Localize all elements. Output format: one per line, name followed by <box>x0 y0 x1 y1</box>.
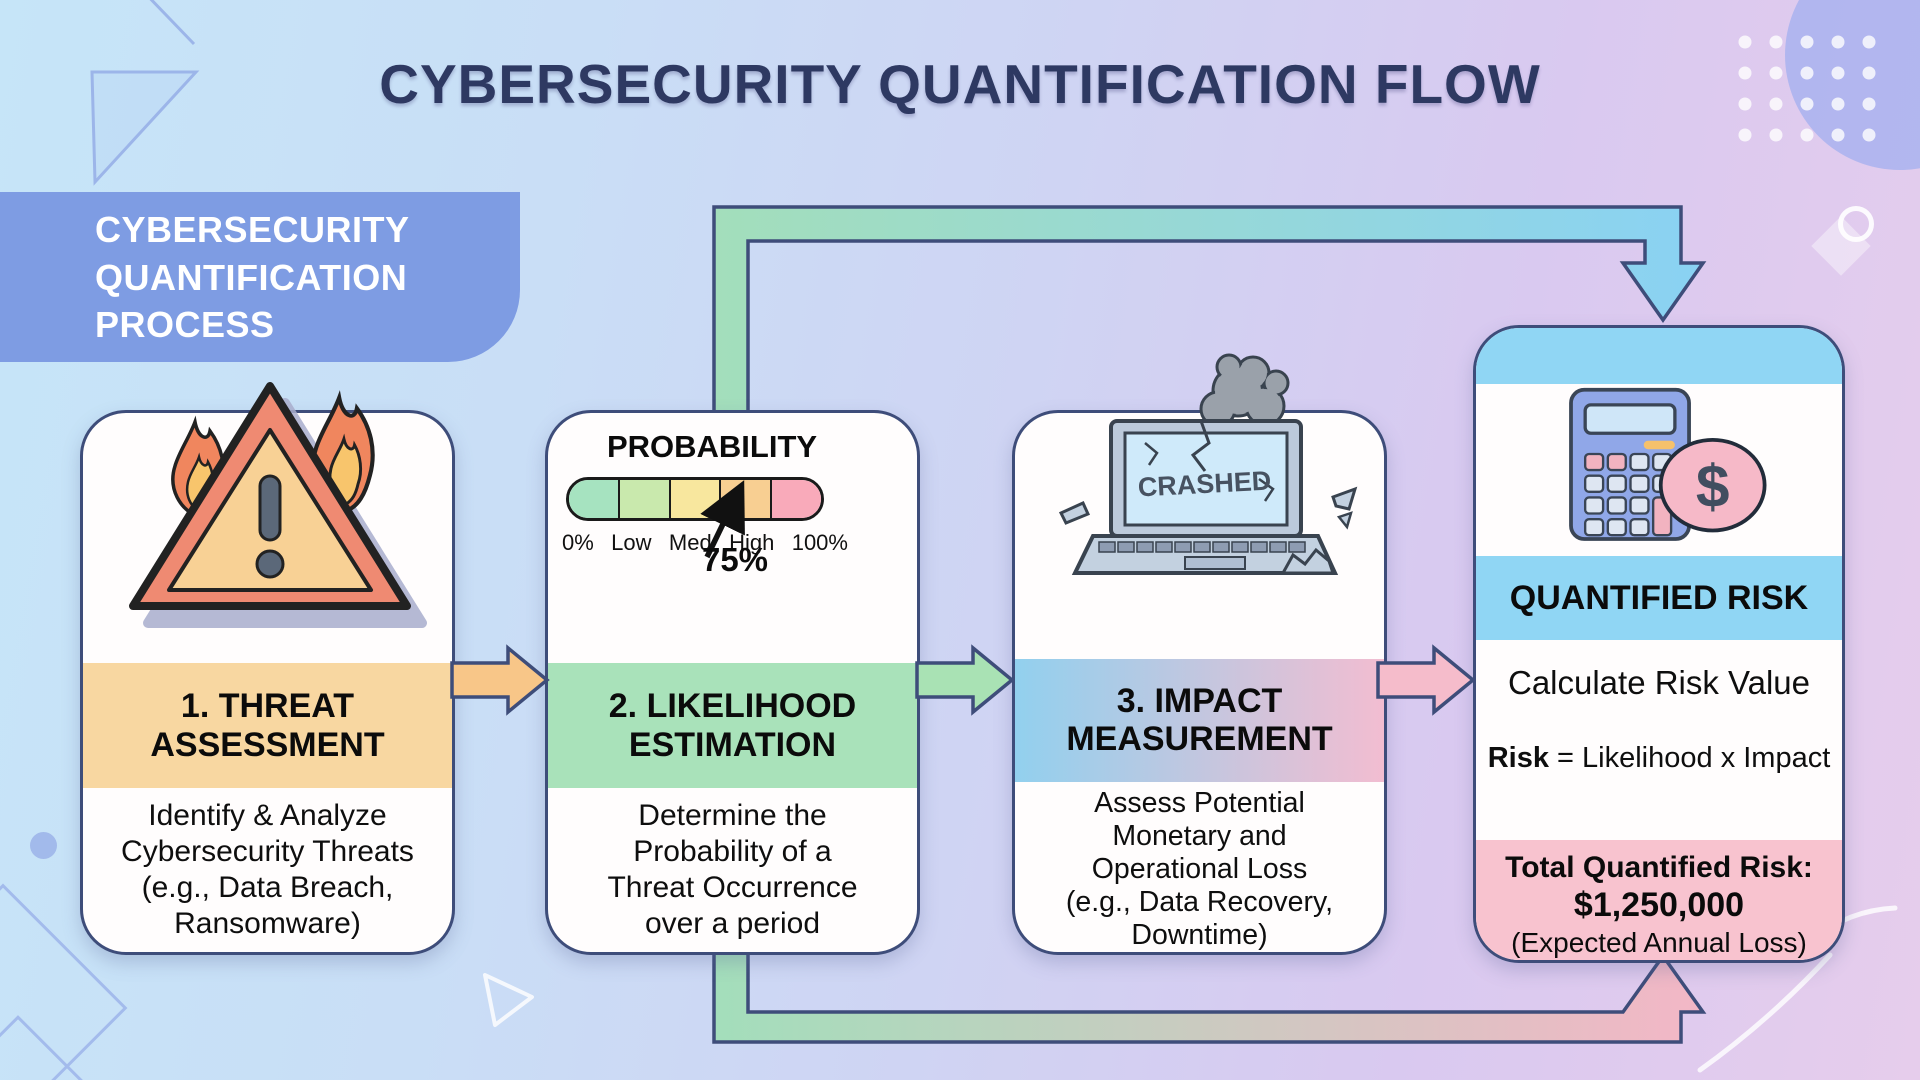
probability-meter: PROBABILITY 0% Low Med High 100% <box>562 413 862 556</box>
axis-label: 0% <box>562 530 594 555</box>
threat-icon-zone <box>83 382 452 663</box>
ring-decoration <box>1838 206 1874 242</box>
step3-desc-line: Downtime) <box>1131 918 1268 951</box>
total-risk-value: $1,250,000 <box>1573 886 1745 925</box>
result-title: QUANTIFIED RISK <box>1509 578 1809 617</box>
step2-title-line: 2. LIKELIHOOD <box>608 686 857 725</box>
pointer-arrow-icon <box>700 480 745 559</box>
result-line1: Calculate Risk Value <box>1507 664 1811 701</box>
dot-decoration <box>30 832 57 859</box>
card-likelihood-estimation: PROBABILITY 0% Low Med High 100% <box>545 410 920 955</box>
dollar-sign: $ <box>1696 452 1730 520</box>
crashed-label: CRASHED <box>1137 466 1272 503</box>
diamond-decoration <box>1811 216 1871 276</box>
probability-segment <box>569 480 620 518</box>
formula-rest: = Likelihood x Impact <box>1548 742 1831 774</box>
burning-warning-triangle-icon <box>129 382 427 628</box>
step1-desc-line: Ransomware) <box>174 907 361 940</box>
probability-segment <box>772 480 821 518</box>
risk-formula: Risk = Likelihood x Impact <box>1476 742 1842 775</box>
step3-desc-line: Assess Potential <box>1094 786 1305 819</box>
step1-desc-line: (e.g., Data Breach, <box>141 871 394 904</box>
result-title-band: QUANTIFIED RISK <box>1476 556 1842 640</box>
step1-description: Identify & Analyze Cybersecurity Threats… <box>83 788 452 952</box>
process-label-line: QUANTIFICATION <box>95 256 408 298</box>
probability-meter-zone: PROBABILITY 0% Low Med High 100% <box>548 413 917 663</box>
step2-desc-line: over a period <box>644 907 821 940</box>
step2-desc-line: Probability of a <box>633 835 832 868</box>
step3-description: Assess Potential Monetary and Operationa… <box>1015 782 1384 952</box>
step3-desc-line: Monetary and <box>1112 819 1287 852</box>
result-footer: Total Quantified Risk: $1,250,000 (Expec… <box>1476 840 1842 960</box>
step2-title-line: ESTIMATION <box>628 725 837 764</box>
step3-title-band: 3. IMPACT MEASUREMENT <box>1015 658 1384 782</box>
calculator-dollar-icon: $ <box>1569 387 1767 541</box>
process-label-line: CYBERSECURITY <box>95 209 410 250</box>
pointer-value: 75% <box>701 541 769 578</box>
axis-label: Low <box>611 530 652 555</box>
card-quantified-risk: $ QUANTIFIED RISK Calculate Risk Value R… <box>1473 325 1845 963</box>
result-icon-zone: $ <box>1476 384 1842 556</box>
card-impact-measurement: CRASHED 3. IMPACT MEASUREMENT Assess Po <box>1012 353 1387 955</box>
step3-desc-line: (e.g., Data Recovery, <box>1065 885 1334 918</box>
step3-title-line: MEASUREMENT <box>1066 720 1333 759</box>
step2-desc-line: Determine the <box>638 799 827 832</box>
probability-meter-title: PROBABILITY <box>606 429 818 464</box>
flow-arrow-1-2 <box>450 644 550 716</box>
step3-desc-line: Operational Loss <box>1091 852 1308 885</box>
flow-arrow-2-3 <box>915 644 1015 716</box>
step1-desc-line: Cybersecurity Threats <box>121 835 414 868</box>
step1-desc-line: Identify & Analyze <box>148 799 387 832</box>
step3-title-line: 3. IMPACT <box>1116 681 1283 720</box>
result-header-strip <box>1476 328 1842 384</box>
step2-description: Determine the Probability of a Threat Oc… <box>548 788 917 952</box>
white-triangle-decoration <box>483 973 534 1027</box>
impact-icon-zone: CRASHED <box>1015 353 1384 659</box>
page-title: CYBERSECURITY QUANTIFICATION FLOW <box>379 53 1541 115</box>
diamond-outline-decoration-small <box>0 1015 86 1080</box>
axis-label: 100% <box>791 530 848 555</box>
flow-arrow-3-4 <box>1376 644 1476 716</box>
card-threat-assessment: 1. THREAT ASSESSMENT Identify & Analyze … <box>80 382 455 955</box>
process-label-box: CYBERSECURITY QUANTIFICATION PROCESS <box>0 192 520 362</box>
probability-segment <box>619 480 671 518</box>
formula-bold: Risk <box>1487 742 1549 774</box>
crashed-laptop-icon: CRASHED <box>1058 353 1358 575</box>
step2-title-band: 2. LIKELIHOOD ESTIMATION <box>548 663 917 788</box>
total-risk-label: Total Quantified Risk: <box>1505 851 1813 884</box>
step1-title-line: 1. THREAT <box>180 686 355 725</box>
probability-axis-labels: 0% Low Med High 100% <box>562 530 848 556</box>
step1-title-line: ASSESSMENT <box>150 725 385 764</box>
result-text-zone: Calculate Risk Value Risk = Likelihood x… <box>1476 640 1842 840</box>
step2-desc-line: Threat Occurrence <box>607 871 858 904</box>
step1-title-band: 1. THREAT ASSESSMENT <box>83 663 452 788</box>
total-risk-note: (Expected Annual Loss) <box>1511 926 1807 958</box>
process-label-line: PROCESS <box>95 304 275 346</box>
